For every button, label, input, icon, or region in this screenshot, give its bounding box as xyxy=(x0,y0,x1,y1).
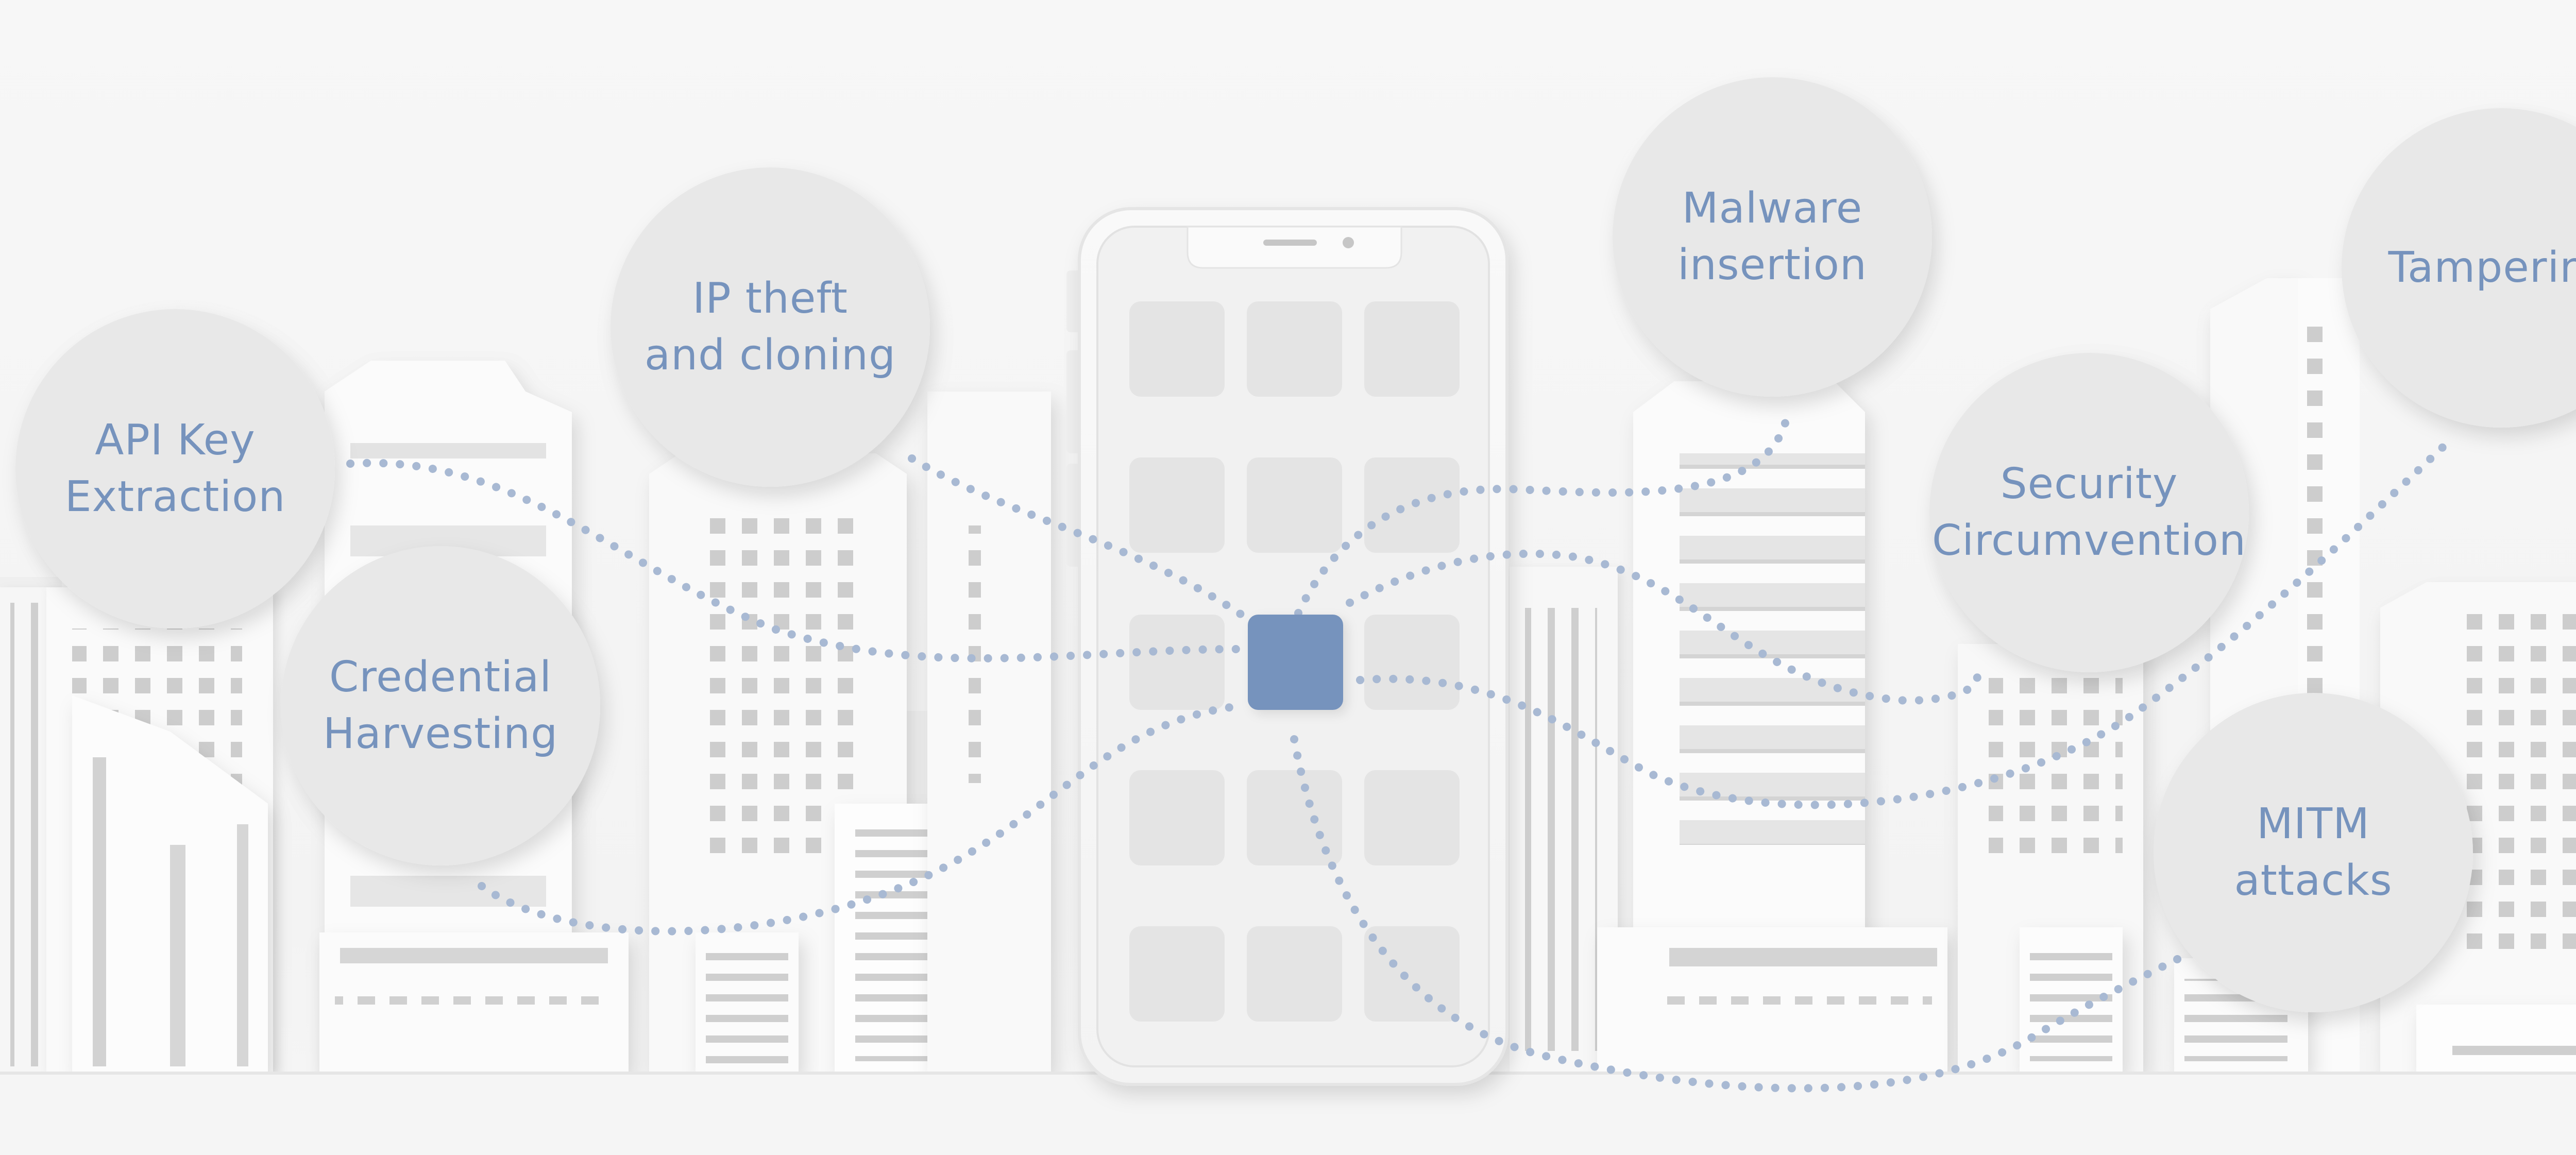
app-tile xyxy=(1364,301,1460,397)
camera-icon xyxy=(1343,237,1354,248)
app-tile xyxy=(1247,301,1342,397)
connection-line xyxy=(1346,549,1981,705)
app-tile xyxy=(1129,615,1225,710)
connection-line xyxy=(478,702,1246,936)
app-tile xyxy=(1364,770,1460,865)
connection-line xyxy=(908,454,1251,622)
threat-circles xyxy=(15,77,2576,1012)
connection-line xyxy=(1290,735,2183,1093)
ip-theft-circle xyxy=(611,167,930,487)
phone-notch xyxy=(1187,226,1402,269)
app-tile xyxy=(1129,770,1225,865)
app-tile xyxy=(1364,926,1460,1022)
app-tile xyxy=(1364,615,1460,710)
app-tile xyxy=(1129,457,1225,553)
connection-line xyxy=(1356,439,2451,809)
app-tile xyxy=(1129,926,1225,1022)
mitm-attacks-circle xyxy=(2154,693,2473,1012)
right-buildings xyxy=(1510,278,2576,1072)
security-circumvention-circle xyxy=(1929,353,2249,672)
credential-harvesting-circle xyxy=(281,546,600,865)
connection-line xyxy=(346,458,1241,663)
central-app-icon xyxy=(1248,615,1343,710)
tampering-circle xyxy=(2342,108,2576,428)
connection-line xyxy=(1294,408,1792,617)
app-tile xyxy=(1129,301,1225,397)
app-tile xyxy=(1247,457,1342,553)
app-grid xyxy=(1129,301,1460,1022)
malware-insertion-circle xyxy=(1613,77,1932,397)
app-tile xyxy=(1247,770,1342,865)
connections xyxy=(346,408,2451,1093)
app-tile xyxy=(1364,457,1460,553)
speaker-icon xyxy=(1263,240,1317,246)
api-key-extraction-circle xyxy=(15,309,335,629)
app-tile xyxy=(1247,926,1342,1022)
